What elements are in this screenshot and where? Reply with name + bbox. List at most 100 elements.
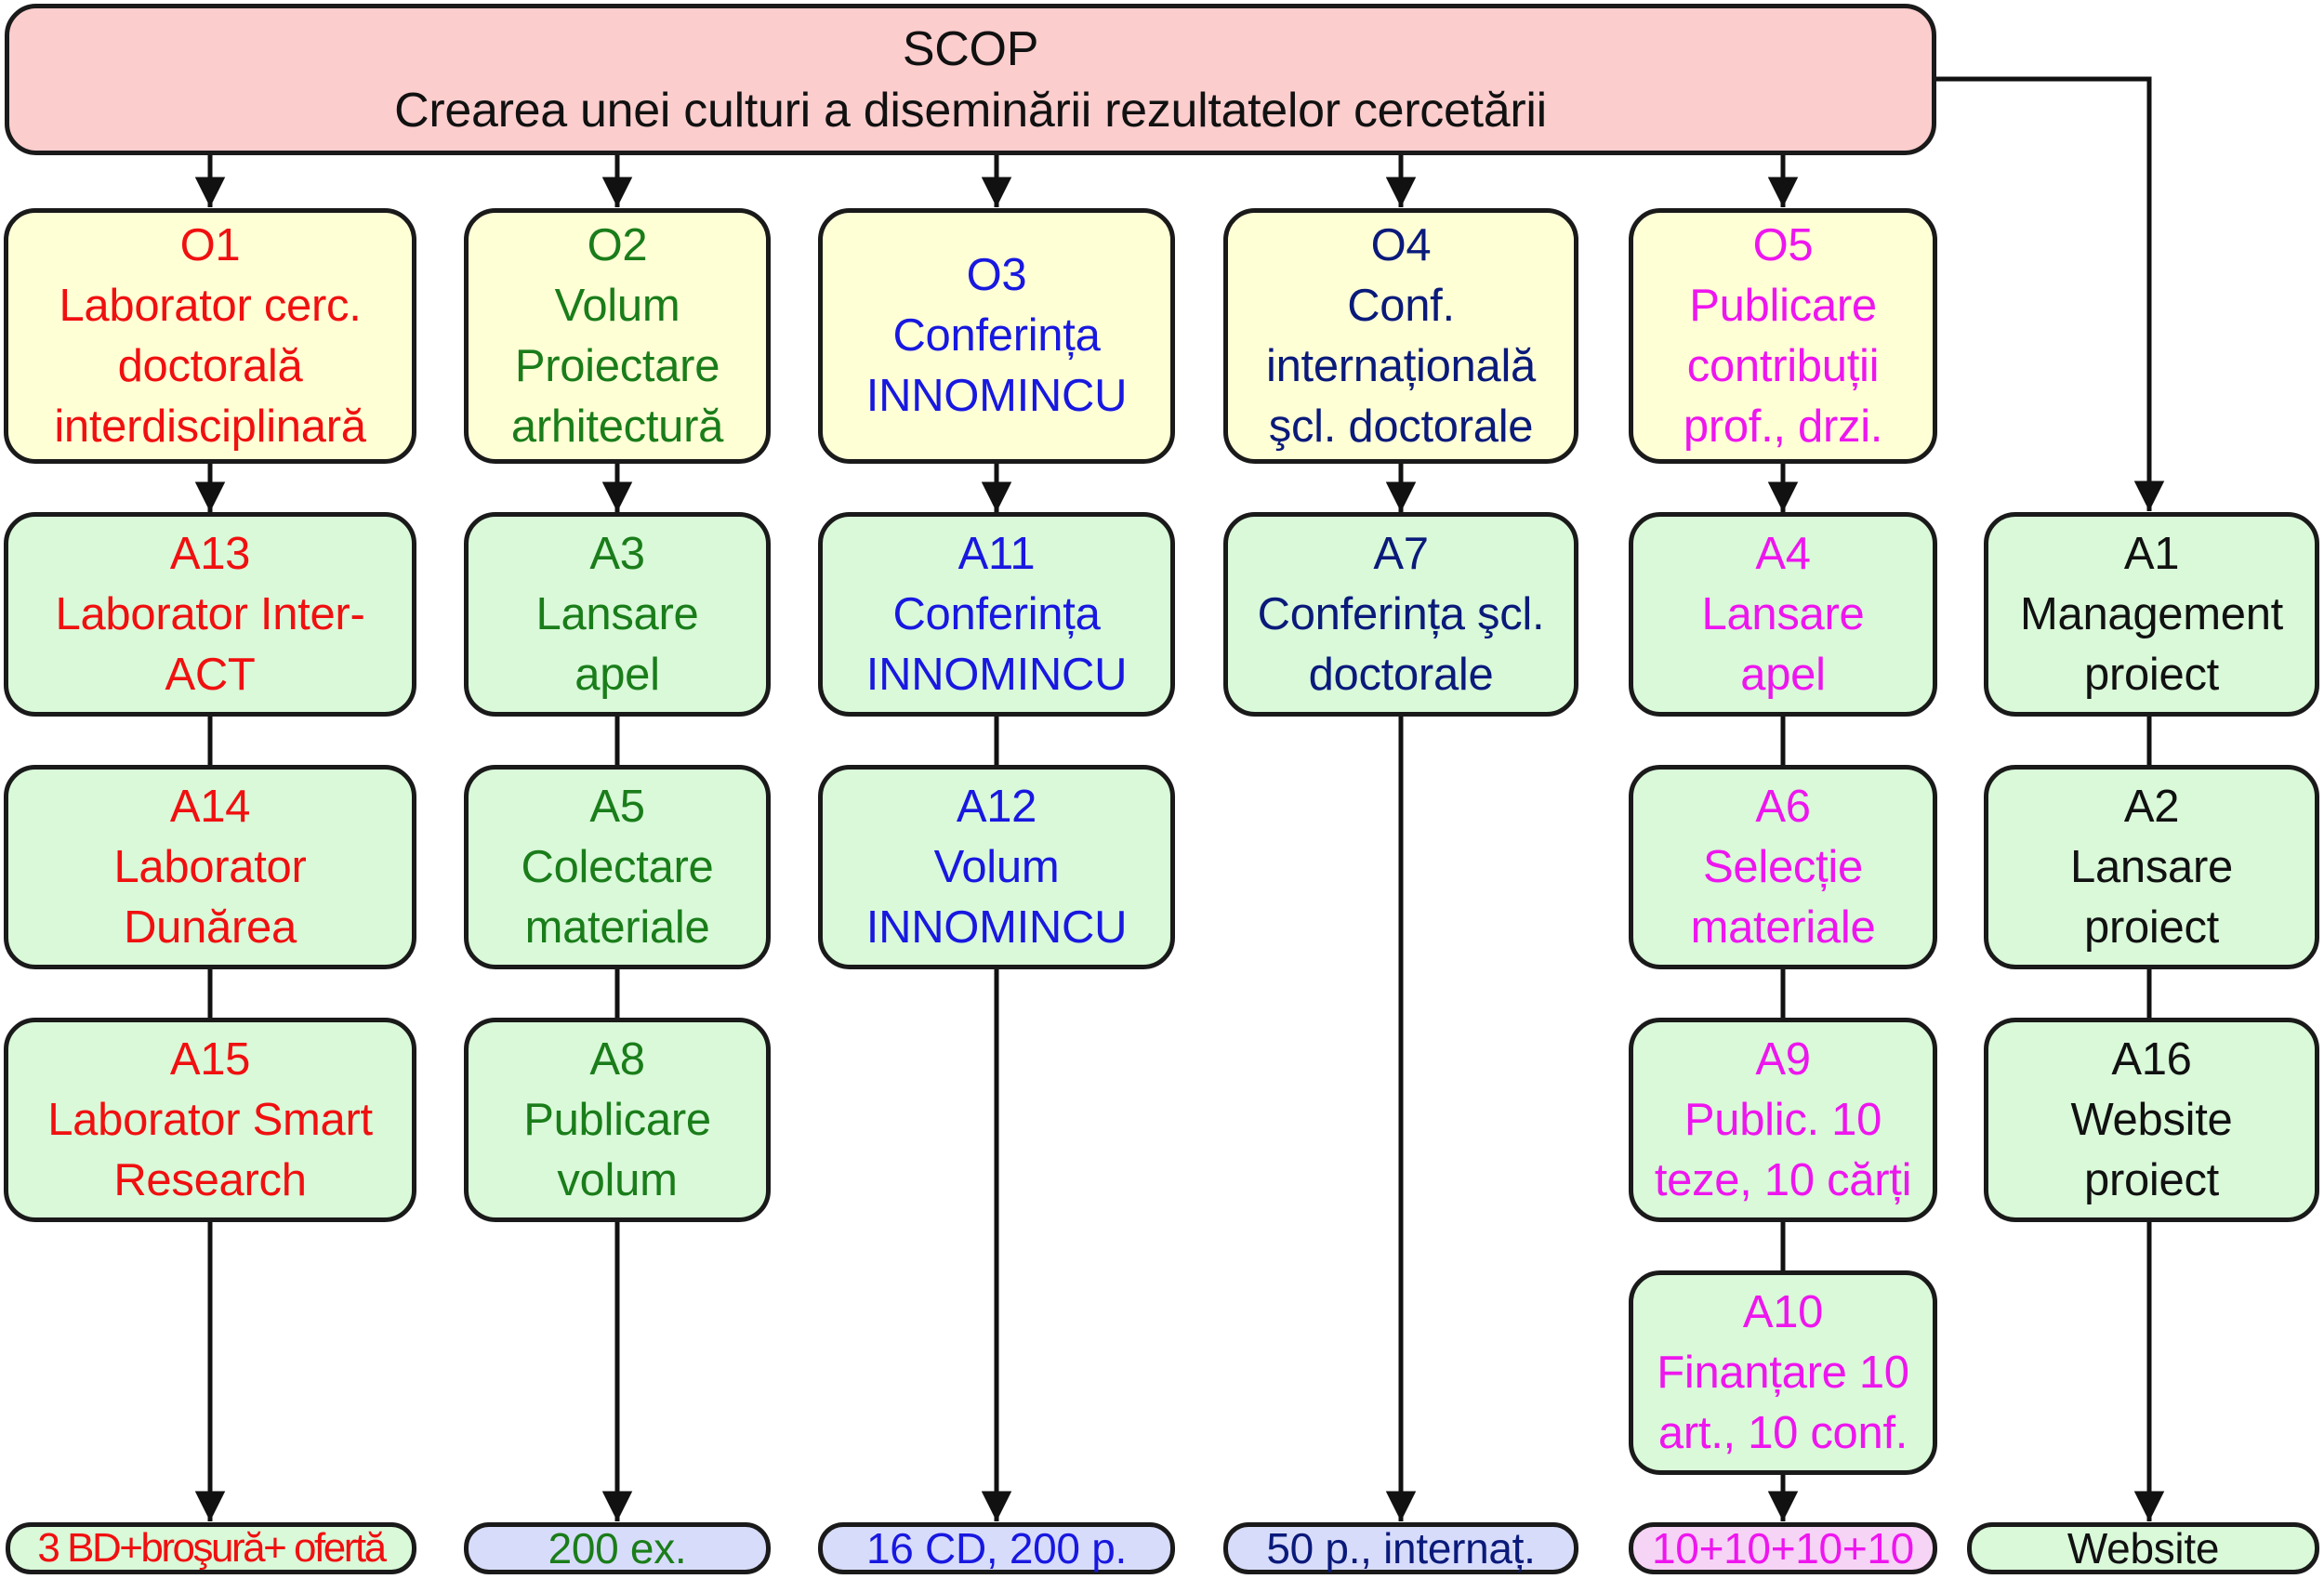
activity-line: apel: [1740, 649, 1826, 700]
activity-line: Laborator: [113, 841, 307, 892]
objective-line: interdisciplinară: [54, 401, 366, 452]
goal-text: Crearea unei culturi a diseminării rezul…: [394, 83, 1547, 138]
objective-o1: O1 Laborator cerc. doctorală interdiscip…: [4, 208, 416, 464]
activity-id: A6: [1755, 781, 1811, 832]
goal-box: SCOP Crearea unei culturi a diseminării …: [5, 4, 1936, 155]
activity-a11: A11 Conferința INNOMINCU: [818, 512, 1175, 717]
activity-line: Lansare: [2070, 841, 2233, 892]
result-col2: 200 ex.: [464, 1522, 771, 1574]
activity-line: materiale: [524, 901, 710, 953]
activity-line: Laborator Smart: [47, 1094, 373, 1145]
activity-id: A1: [2123, 528, 2180, 579]
objective-line: prof., drzi.: [1683, 401, 1883, 452]
activity-id: A3: [589, 528, 645, 579]
objective-id: O5: [1752, 219, 1814, 270]
objective-id: O4: [1370, 219, 1432, 270]
objective-line: Publicare: [1689, 280, 1877, 331]
goal-title: SCOP: [902, 21, 1039, 76]
result-col6: Website: [1967, 1522, 2319, 1574]
activity-id: A8: [589, 1033, 645, 1085]
activity-line: art., 10 conf.: [1657, 1407, 1908, 1458]
activity-line: teze, 10 cărți: [1654, 1154, 1912, 1205]
activity-line: volum: [557, 1154, 678, 1205]
activity-a9: A9 Public. 10 teze, 10 cărți: [1629, 1018, 1937, 1222]
objective-o5: O5 Publicare contribuții prof., drzi.: [1629, 208, 1937, 464]
objective-line: Conferința: [892, 310, 1101, 361]
result-text: 50 p., internaț.: [1266, 1524, 1536, 1572]
activity-line: apel: [574, 649, 660, 700]
activity-a5: A5 Colectare materiale: [464, 765, 771, 969]
objective-line: Conf.: [1347, 280, 1455, 331]
objective-line: Volum: [554, 280, 680, 331]
activity-id: A4: [1755, 528, 1811, 579]
result-text: 3 BD+broşură+ ofertă: [37, 1525, 387, 1571]
activity-line: Publicare: [523, 1094, 711, 1145]
activity-a3: A3 Lansare apel: [464, 512, 771, 717]
activity-line: doctorale: [1308, 649, 1494, 700]
objective-line: contribuții: [1686, 340, 1880, 391]
activity-a12: A12 Volum INNOMINCU: [818, 765, 1175, 969]
activity-line: Website: [2070, 1094, 2233, 1145]
result-text: 10+10+10+10: [1652, 1524, 1914, 1572]
result-col3: 16 CD, 200 p.: [818, 1522, 1175, 1574]
objective-line: doctorală: [117, 340, 303, 391]
result-text: 200 ex.: [548, 1524, 687, 1572]
activity-a13: A13 Laborator Inter- ACT: [4, 512, 416, 717]
activity-a10: A10 Finanțare 10 art., 10 conf.: [1629, 1270, 1937, 1475]
activity-a14: A14 Laborator Dunărea: [4, 765, 416, 969]
result-col4: 50 p., internaț.: [1223, 1522, 1578, 1574]
activity-id: A9: [1755, 1033, 1811, 1085]
objective-line: Proiectare: [514, 340, 720, 391]
objective-id: O2: [587, 219, 648, 270]
activity-line: Selecție: [1703, 841, 1863, 892]
activity-line: Dunărea: [124, 901, 297, 953]
activity-line: INNOMINCU: [865, 901, 1128, 953]
activity-line: proiect: [2084, 901, 2219, 953]
activity-a6: A6 Selecție materiale: [1629, 765, 1937, 969]
result-col5: 10+10+10+10: [1629, 1522, 1937, 1574]
objective-o2: O2 Volum Proiectare arhitectură: [464, 208, 771, 464]
activity-id: A5: [589, 781, 645, 832]
result-col1: 3 BD+broşură+ ofertă: [6, 1522, 416, 1574]
activity-a15: A15 Laborator Smart Research: [4, 1018, 416, 1222]
activity-id: A2: [2123, 781, 2180, 832]
activity-line: Public. 10: [1684, 1094, 1882, 1145]
activity-a7: A7 Conferința şcl. doctorale: [1223, 512, 1578, 717]
activity-id: A7: [1373, 528, 1429, 579]
activity-line: proiect: [2084, 1154, 2219, 1205]
activity-a1: A1 Management proiect: [1984, 512, 2319, 717]
activity-id: A10: [1742, 1286, 1824, 1337]
activity-a4: A4 Lansare apel: [1629, 512, 1937, 717]
result-text: Website: [2067, 1524, 2220, 1572]
activity-line: Conferința şcl.: [1257, 588, 1545, 639]
activity-line: INNOMINCU: [865, 649, 1128, 700]
objective-id: O1: [179, 219, 241, 270]
objective-line: şcl. doctorale: [1268, 401, 1534, 452]
activity-a16: A16 Website proiect: [1984, 1018, 2319, 1222]
activity-id: A12: [956, 781, 1037, 832]
activity-id: A11: [957, 528, 1036, 579]
activity-line: Volum: [933, 841, 1060, 892]
activity-line: Lansare: [1701, 588, 1865, 639]
objective-line: arhitectură: [510, 401, 724, 452]
arrow-goal-a1: [1934, 76, 2165, 511]
objective-id: O3: [966, 250, 1027, 300]
activity-a2: A2 Lansare proiect: [1984, 765, 2319, 969]
activity-line: Colectare: [521, 841, 714, 892]
activity-id: A14: [169, 781, 251, 832]
activity-id: A13: [169, 528, 251, 579]
result-text: 16 CD, 200 p.: [866, 1524, 1127, 1572]
objective-line: Laborator cerc.: [59, 280, 362, 331]
activity-a8: A8 Publicare volum: [464, 1018, 771, 1222]
activity-id: A16: [2111, 1033, 2192, 1085]
objective-line: internațională: [1265, 340, 1536, 391]
objective-o3: O3 Conferința INNOMINCU: [818, 208, 1175, 464]
activity-line: ACT: [165, 649, 256, 700]
activity-line: Research: [113, 1154, 307, 1205]
activity-line: Management: [2019, 588, 2283, 639]
activity-line: Conferința: [892, 588, 1101, 639]
activity-line: proiect: [2084, 649, 2219, 700]
activity-id: A15: [169, 1033, 251, 1085]
